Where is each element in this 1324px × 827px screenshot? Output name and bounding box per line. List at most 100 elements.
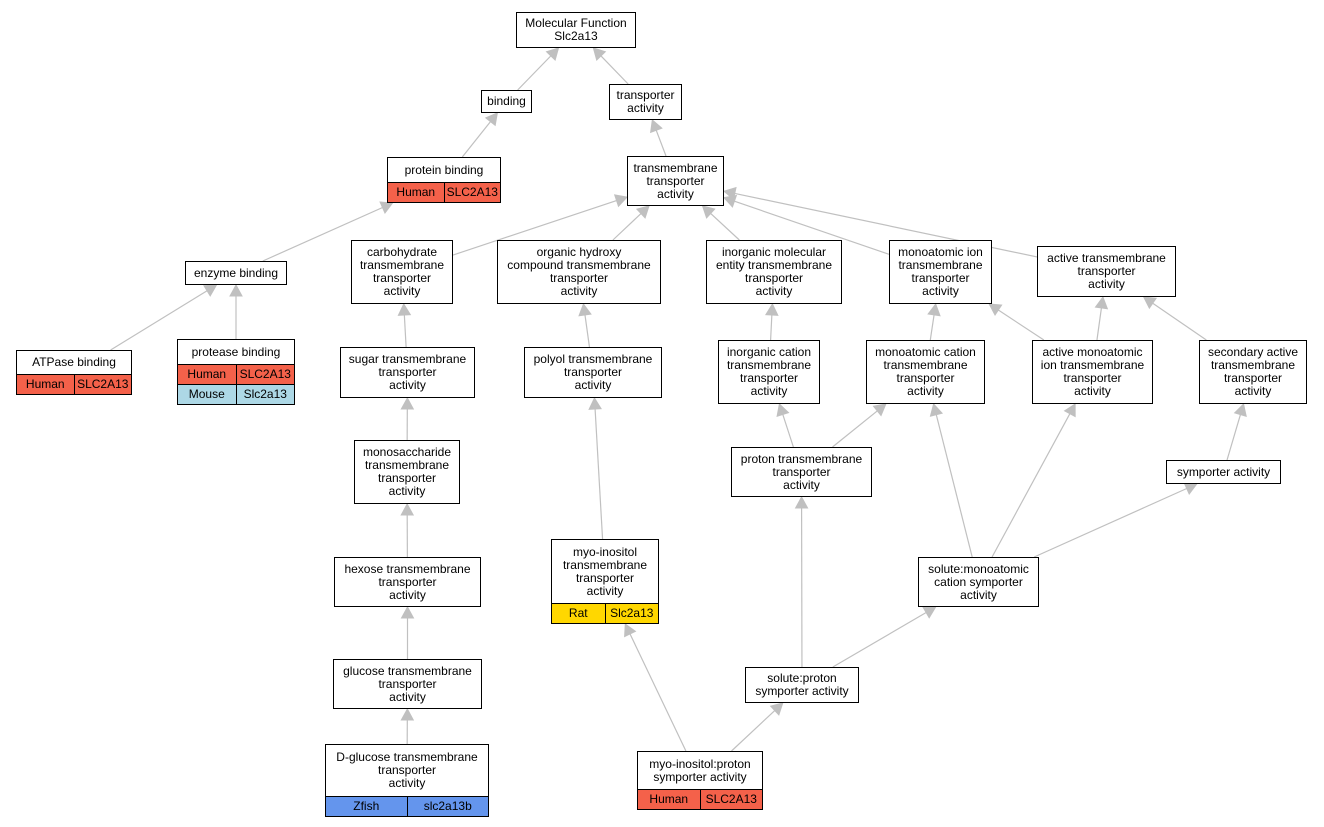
go-term-label: Molecular Function Slc2a13 bbox=[525, 16, 627, 43]
go-term-label: solute:proton symporter activity bbox=[755, 671, 849, 698]
edge-arrowhead bbox=[872, 403, 887, 417]
go-term-monoatomic-cation[interactable]: monoatomic cation transmembrane transpor… bbox=[866, 340, 985, 404]
go-term-myo-inositol[interactable]: myo-inositol transmembrane transporter a… bbox=[551, 539, 659, 624]
annotation-gene: SLC2A13 bbox=[699, 790, 763, 809]
go-term-tm-transporter[interactable]: transmembrane transporter activity bbox=[627, 156, 724, 206]
edge-arrowhead bbox=[769, 702, 784, 716]
edge-arrowhead bbox=[545, 47, 560, 62]
annotation-species: Zfish bbox=[353, 799, 380, 813]
annotation-row: Rat Slc2a13 bbox=[552, 603, 658, 623]
edge-symporter-to-secondary_active bbox=[1226, 414, 1242, 461]
edge-arrowhead bbox=[592, 47, 607, 62]
annotation-gene: slc2a13b bbox=[406, 797, 489, 816]
go-term-label: symporter activity bbox=[1176, 464, 1271, 479]
edge-arrowhead bbox=[723, 194, 738, 208]
go-term-label: active monoatomic ion transmembrane tran… bbox=[1040, 345, 1145, 398]
go-term-binding[interactable]: binding bbox=[481, 90, 532, 113]
go-term-label: secondary active transmembrane transport… bbox=[1207, 345, 1299, 398]
annotation-species: Human bbox=[187, 367, 227, 381]
go-term-label: ATPase binding bbox=[32, 355, 116, 369]
edge-arrowhead bbox=[927, 302, 941, 317]
go-term-enzyme-binding[interactable]: enzyme binding bbox=[185, 261, 287, 285]
go-term-label: transporter activity bbox=[616, 88, 675, 115]
edge-arrowhead bbox=[624, 623, 637, 638]
edge-atpase_binding-to-enzyme_binding bbox=[110, 290, 208, 351]
go-term-org-hydroxy[interactable]: organic hydroxy compound transmembrane t… bbox=[497, 240, 661, 304]
edge-arrowhead bbox=[229, 283, 243, 297]
edge-solute_monoatomic-to-active_monoatomic bbox=[991, 413, 1071, 558]
edge-protein_binding-to-binding bbox=[461, 121, 491, 158]
go-term-label: binding bbox=[487, 94, 526, 108]
go-term-carb-tm[interactable]: carbohydrate transmembrane transporter a… bbox=[351, 240, 453, 304]
go-term-solute-monoatomic[interactable]: solute:monoatomic cation symporter activ… bbox=[918, 557, 1039, 607]
edge-arrowhead bbox=[988, 303, 1003, 317]
go-term-label: myo-inositol:proton symporter activity bbox=[649, 756, 751, 784]
go-term-inorg-mol[interactable]: inorganic molecular entity transmembrane… bbox=[706, 240, 842, 304]
go-term-label: proton transmembrane transporter activit… bbox=[740, 451, 863, 492]
go-term-monoatomic-ion[interactable]: monoatomic ion transmembrane transporter… bbox=[889, 240, 992, 304]
annotation-gene: SLC2A13 bbox=[235, 365, 295, 384]
edge-myo_proton-to-solute_proton bbox=[731, 710, 776, 752]
go-term-proton-tm[interactable]: proton transmembrane transporter activit… bbox=[731, 447, 872, 497]
go-term-monosaccharide[interactable]: monosaccharide transmembrane transporter… bbox=[354, 440, 460, 504]
go-term-label: myo-inositol transmembrane transporter a… bbox=[562, 544, 648, 598]
go-term-transporter[interactable]: transporter activity bbox=[609, 84, 682, 120]
go-term-symporter[interactable]: symporter activity bbox=[1166, 460, 1281, 484]
go-term-solute-proton[interactable]: solute:proton symporter activity bbox=[745, 667, 859, 703]
go-term-label: monoatomic ion transmembrane transporter… bbox=[898, 245, 983, 298]
go-term-inorg-cation[interactable]: inorganic cation transmembrane transport… bbox=[718, 340, 820, 404]
go-term-secondary-active[interactable]: secondary active transmembrane transport… bbox=[1199, 340, 1307, 404]
edge-arrowhead bbox=[794, 495, 809, 509]
edge-arrowhead bbox=[400, 396, 415, 410]
edge-arrowhead bbox=[578, 302, 592, 317]
edge-proton_tm-to-inorg_cation bbox=[782, 414, 794, 448]
edge-active_monoatomic-to-monoatomic_ion bbox=[997, 309, 1045, 341]
edge-enzyme_binding-to-protein_binding bbox=[262, 206, 383, 262]
annotation-gene: SLC2A13 bbox=[443, 183, 501, 202]
go-term-label: solute:monoatomic cation symporter activ… bbox=[928, 561, 1029, 602]
edge-arrowhead bbox=[650, 119, 663, 134]
go-term-polyol-tm[interactable]: polyol transmembrane transporter activit… bbox=[524, 347, 662, 398]
annotation-gene: Slc2a13 bbox=[235, 385, 295, 404]
edge-arrowhead bbox=[635, 205, 650, 219]
go-term-active-monoatomic[interactable]: active monoatomic ion transmembrane tran… bbox=[1032, 340, 1153, 404]
edge-arrowhead bbox=[484, 112, 498, 127]
go-term-label: organic hydroxy compound transmembrane t… bbox=[507, 245, 651, 298]
edge-arrowhead bbox=[929, 402, 944, 417]
edge-arrowhead bbox=[1142, 296, 1158, 310]
go-term-hexose[interactable]: hexose transmembrane transporter activit… bbox=[334, 557, 481, 607]
edge-arrowhead bbox=[400, 707, 415, 721]
go-term-active-tm[interactable]: active transmembrane transporter activit… bbox=[1037, 246, 1176, 297]
go-term-sugar-tm[interactable]: sugar transmembrane transporter activity bbox=[340, 347, 475, 398]
edge-monoatomic_ion-to-tm_transporter bbox=[734, 200, 890, 255]
annotation-species: Rat bbox=[568, 606, 588, 620]
annotation-gene: SLC2A13 bbox=[73, 375, 132, 394]
go-term-label: protease binding bbox=[191, 344, 281, 359]
go-term-label: monoatomic cation transmembrane transpor… bbox=[875, 345, 976, 398]
go-term-label: glucose transmembrane transporter activi… bbox=[343, 663, 472, 704]
go-term-label: protein binding bbox=[404, 162, 484, 177]
edge-tm_transporter-to-transporter bbox=[655, 130, 667, 157]
go-term-dglucose[interactable]: D-glucose transmembrane transporter acti… bbox=[325, 744, 489, 817]
edge-polyol_tm-to-org_hydroxy bbox=[584, 314, 591, 348]
edge-sugar_tm-to-carb_tm bbox=[403, 314, 407, 348]
edge-solute_monoatomic-to-symporter bbox=[1033, 487, 1187, 558]
go-term-glucose[interactable]: glucose transmembrane transporter activi… bbox=[333, 659, 482, 709]
edge-secondary_active-to-active_tm bbox=[1152, 302, 1207, 341]
annotation-gene: Slc2a13 bbox=[604, 604, 659, 623]
edge-arrowhead bbox=[379, 201, 394, 214]
go-term-label: carbohydrate transmembrane transporter a… bbox=[359, 245, 445, 298]
edge-arrowhead bbox=[1233, 402, 1247, 417]
edge-solute_proton-to-solute_monoatomic bbox=[832, 612, 927, 668]
go-term-mf[interactable]: Molecular Function Slc2a13 bbox=[516, 12, 636, 48]
go-term-label: inorganic cation transmembrane transport… bbox=[726, 345, 812, 398]
edge-arrowhead bbox=[776, 403, 790, 418]
annotation-species: Mouse bbox=[188, 387, 225, 401]
